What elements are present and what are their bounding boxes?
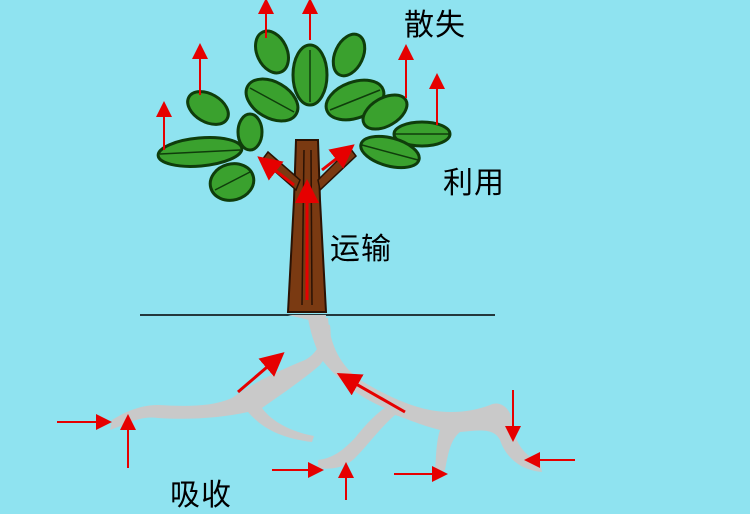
arrow-branch bbox=[321, 144, 355, 172]
label-transport: 运输 bbox=[330, 232, 392, 267]
leaves bbox=[156, 29, 452, 202]
leaf bbox=[331, 32, 367, 78]
roots bbox=[110, 315, 542, 472]
plant-water-diagram: 散失 利用 运输 吸收 bbox=[57, 0, 575, 513]
label-utilize: 利用 bbox=[443, 166, 505, 201]
arrow-root bbox=[237, 352, 285, 394]
leaf bbox=[236, 112, 264, 152]
arrows bbox=[57, 0, 575, 500]
label-dissipate: 散失 bbox=[404, 8, 466, 43]
leaf bbox=[361, 93, 409, 131]
arrow-branch bbox=[257, 156, 295, 187]
diagram-canvas bbox=[57, 0, 575, 500]
label-absorb: 吸收 bbox=[170, 478, 232, 513]
leaf bbox=[254, 29, 290, 75]
arrow-root bbox=[336, 373, 406, 414]
leaf bbox=[186, 90, 230, 126]
